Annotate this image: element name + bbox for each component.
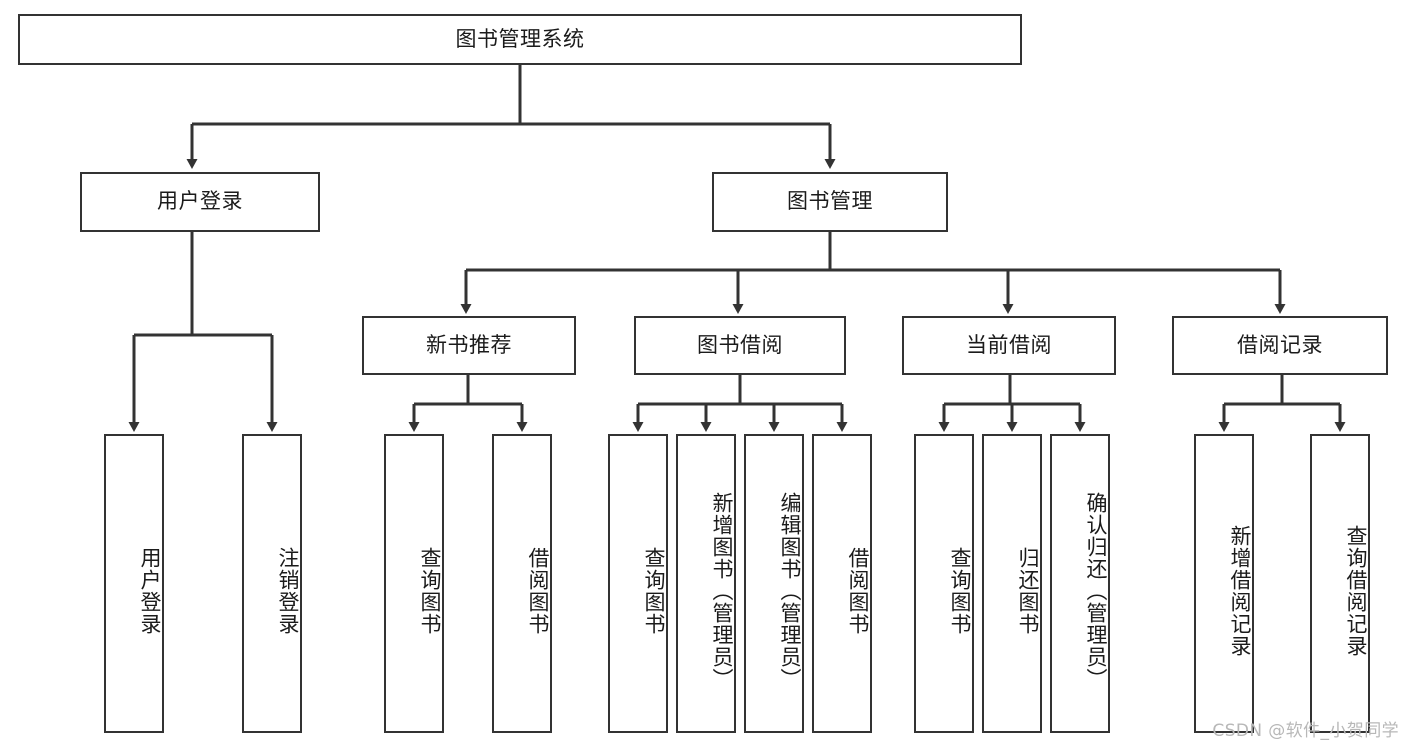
node-leaf-return-book[interactable]: 归还图书 <box>982 434 1042 733</box>
node-leaf-logout[interactable]: 注销登录 <box>242 434 302 733</box>
node-leaf-add-book-label: 新增图书（管理员） <box>710 491 734 690</box>
node-leaf-user-login-label: 用户登录 <box>138 546 162 635</box>
node-leaf-edit-book[interactable]: 编辑图书（管理员） <box>744 434 804 733</box>
node-book-borrow-label: 图书借阅 <box>697 332 783 357</box>
node-leaf-borrow-book-2-label: 借阅图书 <box>846 546 870 635</box>
node-leaf-query-book-1-label: 查询图书 <box>418 546 442 635</box>
node-leaf-add-record[interactable]: 新增借阅记录 <box>1194 434 1254 733</box>
node-leaf-add-book[interactable]: 新增图书（管理员） <box>676 434 736 733</box>
node-leaf-query-book-3-label: 查询图书 <box>948 546 972 635</box>
node-leaf-query-book-2-label: 查询图书 <box>642 546 666 635</box>
node-current-borrow-label: 当前借阅 <box>966 332 1052 357</box>
node-leaf-borrow-book-2[interactable]: 借阅图书 <box>812 434 872 733</box>
node-root[interactable]: 图书管理系统 <box>18 14 1022 65</box>
node-leaf-logout-label: 注销登录 <box>276 546 300 635</box>
node-root-label: 图书管理系统 <box>455 26 585 51</box>
node-leaf-query-record[interactable]: 查询借阅记录 <box>1310 434 1370 733</box>
node-leaf-confirm-return[interactable]: 确认归还（管理员） <box>1050 434 1110 733</box>
node-leaf-borrow-book-1[interactable]: 借阅图书 <box>492 434 552 733</box>
node-leaf-confirm-return-label: 确认归还（管理员） <box>1084 491 1108 690</box>
node-book-manage[interactable]: 图书管理 <box>712 172 948 232</box>
node-new-book-recommend[interactable]: 新书推荐 <box>362 316 576 375</box>
node-borrow-record-label: 借阅记录 <box>1237 332 1323 357</box>
node-book-borrow[interactable]: 图书借阅 <box>634 316 846 375</box>
node-current-borrow[interactable]: 当前借阅 <box>902 316 1116 375</box>
node-leaf-query-book-2[interactable]: 查询图书 <box>608 434 668 733</box>
node-borrow-record[interactable]: 借阅记录 <box>1172 316 1388 375</box>
node-leaf-query-book-1[interactable]: 查询图书 <box>384 434 444 733</box>
node-leaf-user-login[interactable]: 用户登录 <box>104 434 164 733</box>
node-leaf-edit-book-label: 编辑图书（管理员） <box>778 491 802 690</box>
node-new-book-recommend-label: 新书推荐 <box>426 332 512 357</box>
node-leaf-add-record-label: 新增借阅记录 <box>1228 524 1252 657</box>
node-leaf-query-record-label: 查询借阅记录 <box>1344 524 1368 657</box>
node-leaf-query-book-3[interactable]: 查询图书 <box>914 434 974 733</box>
node-user-login-label: 用户登录 <box>157 189 243 214</box>
node-user-login[interactable]: 用户登录 <box>80 172 320 232</box>
node-book-manage-label: 图书管理 <box>787 189 873 214</box>
node-leaf-borrow-book-1-label: 借阅图书 <box>526 546 550 635</box>
node-leaf-return-book-label: 归还图书 <box>1016 546 1040 635</box>
